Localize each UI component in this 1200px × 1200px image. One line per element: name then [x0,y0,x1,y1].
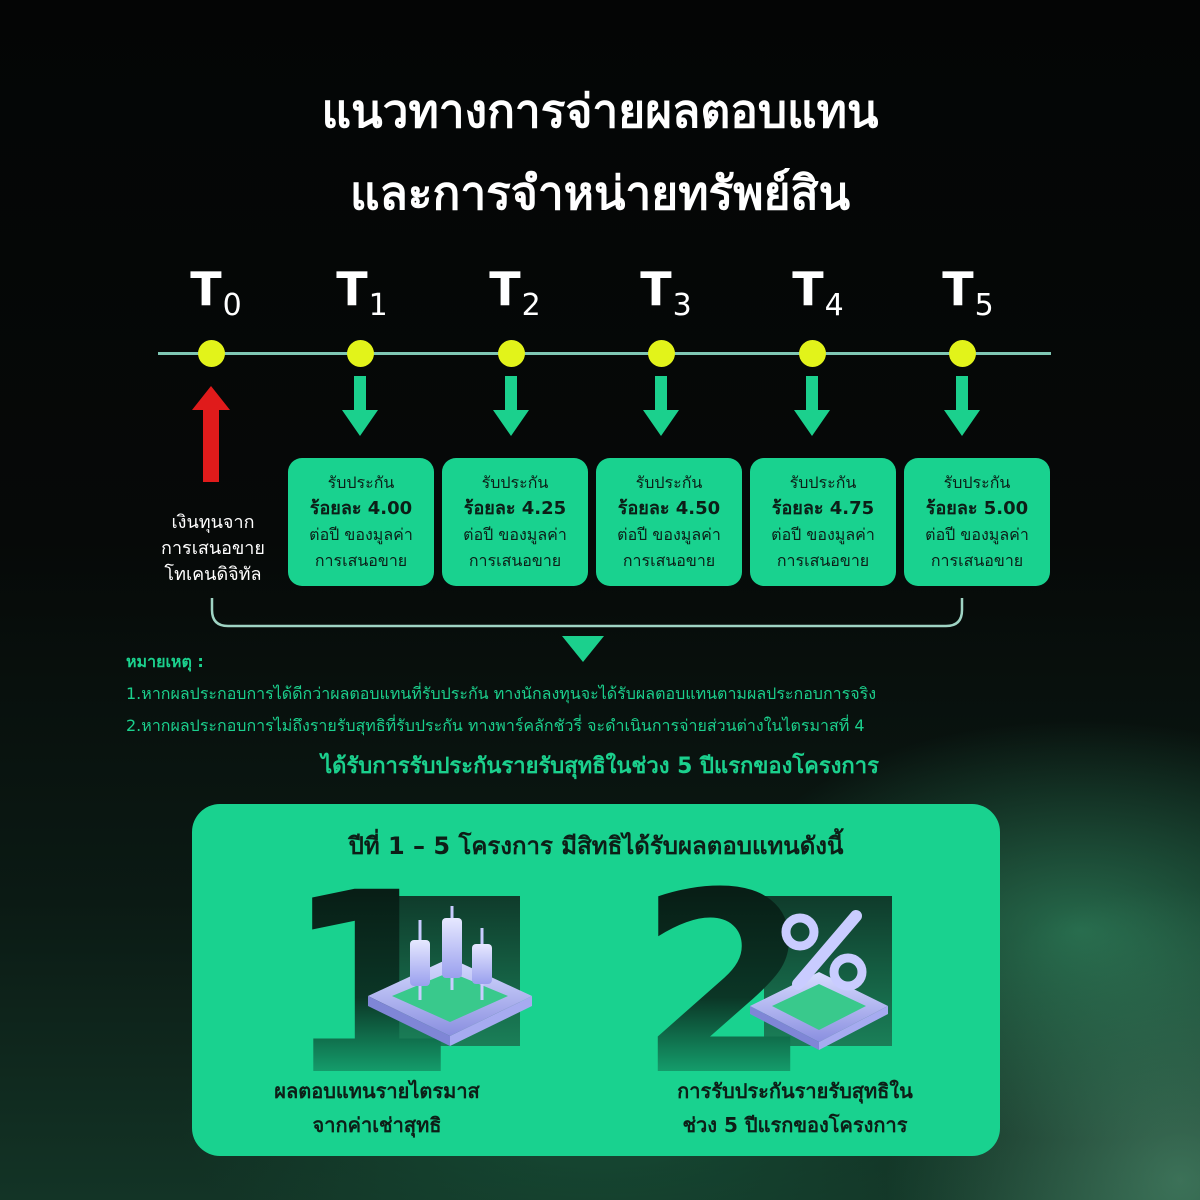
rate-box-t3: รับประกัน ร้อยละ 4.50 ต่อปี ของมูลค่า กา… [596,458,742,586]
red-up-arrow-icon [192,386,230,482]
timeline-dot-t1 [347,340,374,367]
title-line-1: แนวทางการจ่ายผลตอบแทน [321,84,879,138]
timeline-label-t4: T4 [792,262,844,323]
timeline-label-t0: T0 [190,262,242,323]
rate-box-t1: รับประกัน ร้อยละ 4.00 ต่อปี ของมูลค่า กา… [288,458,434,586]
percent-icon [750,910,888,1050]
timeline-dot-t3 [648,340,675,367]
rate-box-t5: รับประกัน ร้อยละ 5.00 ต่อปี ของมูลค่า กา… [904,458,1050,586]
note-item-2: 2.หากผลประกอบการไม่ถึงรายรับสุทธิที่รับป… [126,716,865,735]
guarantee-headline: ได้รับการรับประกันรายรับสุทธิในช่วง 5 ปี… [321,754,879,779]
timeline-dot-t0 [198,340,225,367]
green-down-arrow-icon [643,376,679,436]
timeline-label-t3: T3 [640,262,692,323]
returns-panel: ปีที่ 1 – 5 โครงการ มีสิทธิได้รับผลตอบแท… [192,804,1000,1156]
green-down-arrow-icon [794,376,830,436]
candlestick-chart-icon [368,906,532,1046]
timeline-line [158,352,1051,355]
timeline-label-t5: T5 [942,262,994,323]
timeline-dot-t2 [498,340,525,367]
big-number-2: 2 [638,839,812,1130]
page-title: แนวทางการจ่ายผลตอบแทน และการจำหน่ายทรัพย… [0,70,1200,234]
notes-heading: หมายเหตุ : [126,652,204,671]
note-item-1: 1.หากผลประกอบการได้ดีกว่าผลตอบแทนที่รับป… [126,684,876,703]
green-down-arrow-icon [493,376,529,436]
green-down-arrow-icon [342,376,378,436]
rate-box-t2: รับประกัน ร้อยละ 4.25 ต่อปี ของมูลค่า กา… [442,458,588,586]
bracket-pointer-icon [562,636,604,662]
title-line-2: และการจำหน่ายทรัพย์สิน [349,166,851,220]
timeline-dot-t4 [799,340,826,367]
green-down-arrow-icon [944,376,980,436]
caption-1: ผลตอบแทนรายไตรมาส จากค่าเช่าสุทธิ [274,1079,480,1137]
caption-2: การรับประกันรายรับสุทธิใน ช่วง 5 ปีแรกขอ… [677,1079,913,1137]
timeline-label-t1: T1 [336,262,388,323]
timeline-label-t2: T2 [489,262,541,323]
panel-title: ปีที่ 1 – 5 โครงการ มีสิทธิได้รับผลตอบแท… [348,832,844,860]
capital-source-label: เงินทุนจาก การเสนอขาย โทเคนดิจิทัล [161,512,265,585]
bracket-connector [210,598,964,628]
timeline-dot-t5 [949,340,976,367]
notes-section: หมายเหตุ : 1.หากผลประกอบการได้ดีกว่าผลตอ… [126,646,1106,742]
rate-box-t4: รับประกัน ร้อยละ 4.75 ต่อปี ของมูลค่า กา… [750,458,896,586]
